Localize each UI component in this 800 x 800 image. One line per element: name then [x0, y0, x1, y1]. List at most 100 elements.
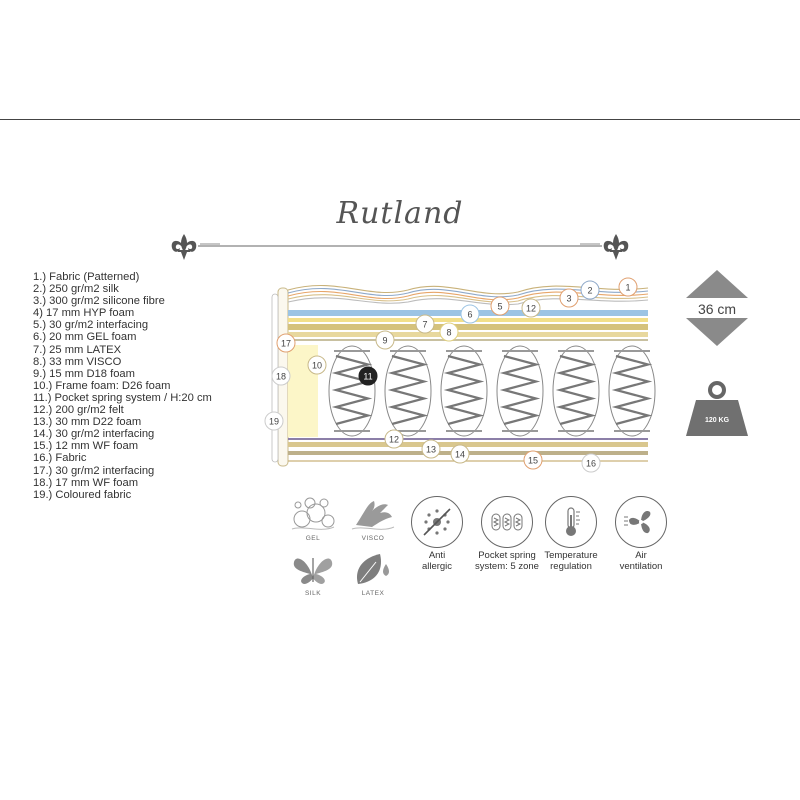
layer-item: 1.) Fabric (Patterned)	[33, 271, 140, 283]
silk-butterfly-icon	[293, 558, 333, 584]
callout-circle	[618, 277, 638, 297]
layer-item: 19.) Coloured fabric	[33, 488, 132, 501]
layer-item: 14.) 30 gr/m2 interfacing	[33, 428, 155, 441]
weight-value: 120 KG	[704, 417, 730, 424]
callout-number: 8	[446, 328, 451, 338]
fleur-de-lis-ornament	[171, 234, 629, 260]
callout-circle	[439, 322, 459, 342]
callout-number: 3	[566, 294, 571, 304]
d22-foam-layer	[288, 442, 648, 447]
layer-item: 4) 17 mm HYP foam	[33, 307, 135, 320]
latex-material: LATEX	[343, 550, 403, 597]
latex-leaf-drop-icon	[356, 554, 389, 584]
callout-circle	[384, 429, 404, 449]
callout-circle	[490, 296, 510, 316]
callout-number: 12	[389, 435, 399, 445]
gel-material: GEL	[283, 495, 343, 542]
layer-item: 13.) 30 mm D22 foam	[33, 416, 142, 429]
callout-circle	[271, 366, 291, 386]
layer-item: 11.) Pocket spring system / H:20 cm	[33, 391, 212, 404]
callout-circle	[523, 450, 543, 470]
callout-number: 11	[363, 372, 372, 382]
bottom-felt-line	[288, 438, 648, 440]
layer-item: 9.) 15 mm D18 foam	[33, 367, 135, 380]
pocket-spring	[328, 345, 376, 437]
callout-circle	[307, 355, 327, 375]
thermometer-icon	[566, 507, 580, 536]
callout-number: 14	[455, 450, 465, 460]
callout-number: 6	[467, 310, 472, 320]
callout-circle	[581, 453, 601, 473]
gel-bubbles-icon	[291, 497, 335, 530]
layer-item: 8.) 33 mm VISCO	[33, 355, 122, 368]
callout-circle	[358, 366, 378, 386]
layer-item: 12.) 200 gr/m2 felt	[33, 404, 124, 417]
weight-capacity-icon	[686, 381, 748, 436]
interfacing-line	[287, 297, 649, 306]
callout-circle	[421, 439, 441, 459]
felt-line-top	[288, 339, 648, 341]
callout-circle	[580, 280, 600, 300]
layer-item: 3.) 300 gr/m2 silicone fibre	[33, 295, 165, 308]
layer-item: 5.) 30 gr/m2 interfacing	[33, 319, 149, 332]
layer-item: 16.) Fabric	[33, 452, 87, 465]
pocket-spring	[552, 345, 600, 437]
layer-item: 2.) 250 gr/m2 silk	[33, 283, 119, 296]
callout-number: 15	[528, 456, 538, 466]
hyp-foam-line	[287, 294, 649, 303]
feature-ring	[481, 496, 533, 548]
product-title: Rutland	[336, 196, 464, 231]
visco-material: VISCO	[343, 495, 403, 542]
callout-number: 7	[422, 320, 427, 330]
layer-item: 7.) 25 mm LATEX	[33, 343, 122, 356]
pocket-spring	[384, 345, 432, 437]
layer-item: 6.) 20 mm GEL foam	[33, 331, 137, 344]
callout-circle	[521, 298, 541, 318]
callout-number: 16	[586, 459, 596, 469]
callout-circle	[276, 333, 296, 353]
pocket-spring	[608, 345, 656, 437]
pocket-spring-system	[328, 345, 656, 437]
callout-circle	[460, 304, 480, 324]
callout-number: 19	[269, 417, 279, 427]
pocket-spring-icon	[491, 513, 523, 531]
callout-circle	[375, 330, 395, 350]
callout-circle	[450, 444, 470, 464]
d18-foam-layer	[288, 332, 648, 337]
layer-spec-list: 1.) Fabric (Patterned)2.) 250 gr/m2 silk…	[33, 271, 212, 501]
pocket-spring	[440, 345, 488, 437]
silk-material: SILK	[283, 550, 343, 597]
callout-number: 9	[382, 336, 387, 346]
feature-ring	[411, 496, 463, 548]
layer-item: 17.) 30 gr/m2 interfacing	[33, 464, 155, 477]
top-divider-line	[0, 119, 800, 120]
height-value: 36 cm	[697, 301, 737, 317]
visco-layer	[288, 324, 648, 330]
callout-number: 5	[497, 302, 502, 312]
layer-item: 15.) 12 mm WF foam	[33, 440, 139, 453]
air-fan-icon	[624, 511, 651, 534]
callout-circle	[264, 411, 284, 431]
anti-allergic-icon	[423, 508, 451, 536]
visco-hand-imprint-icon	[351, 501, 395, 530]
callout-circle	[415, 314, 435, 334]
callout-number: 17	[281, 339, 291, 349]
layer-item: 10.) Frame foam: D26 foam	[33, 379, 171, 392]
callout-circle	[559, 288, 579, 308]
pocket-spring	[496, 345, 544, 437]
callout-number: 10	[312, 361, 322, 371]
feature-ring	[615, 496, 667, 548]
callout-number: 12	[526, 304, 536, 314]
feature-ring	[545, 496, 597, 548]
callout-number: 2	[587, 286, 592, 296]
